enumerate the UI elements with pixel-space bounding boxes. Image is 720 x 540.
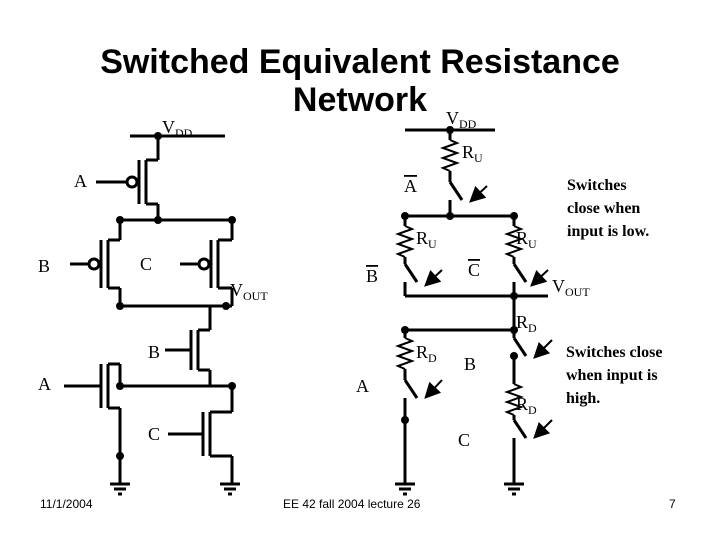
switch-b-bottom xyxy=(512,337,528,357)
input-label-a-top: A xyxy=(74,171,87,191)
switch-b-top xyxy=(403,263,419,283)
right-ground-1 xyxy=(395,482,415,496)
switch-c-bottom xyxy=(512,419,528,439)
label-switch-b-top: B xyxy=(366,266,378,286)
note-low-line2: close when xyxy=(567,200,640,217)
right-junction-dots xyxy=(401,126,518,424)
label-switch-c-bottom: C xyxy=(458,430,470,450)
label-rd-left: RD xyxy=(416,342,437,365)
note-low-line3: input is low. xyxy=(567,223,649,240)
label-rd-top: RD xyxy=(516,312,537,335)
label-switch-a-top: A xyxy=(404,176,417,196)
note-high-line2: when input is xyxy=(566,367,658,384)
pmos-a xyxy=(96,158,158,206)
switch-arrows xyxy=(424,185,553,439)
cmos-gate xyxy=(64,134,234,484)
switch-a-top xyxy=(448,181,464,201)
left-vout-label: VOUT xyxy=(230,280,268,303)
nmos-c xyxy=(168,410,232,458)
slide-title-line2: Network xyxy=(292,81,428,119)
left-ground-2 xyxy=(220,482,240,496)
input-label-b-bottom: B xyxy=(148,342,160,362)
nmos-a xyxy=(64,362,120,410)
left-vdd-label: VDD xyxy=(162,117,193,140)
note-high-line1: Switches close xyxy=(566,344,662,361)
right-vdd-label: VDD xyxy=(446,108,477,131)
resistor-ru-left xyxy=(395,225,415,258)
resistor-ru-right xyxy=(504,225,524,258)
label-rd-right: RD xyxy=(516,394,537,417)
input-label-c-bottom: C xyxy=(148,424,160,444)
resistor-ru-top xyxy=(440,139,460,172)
note-high-line3: high. xyxy=(566,390,600,407)
footer-course: EE 42 fall 2004 lecture 26 xyxy=(283,497,421,511)
input-label-c-top: C xyxy=(140,254,152,274)
switch-c-top xyxy=(512,263,528,283)
right-vout-label: VOUT xyxy=(552,276,590,299)
slide-title-line1: Switched Equivalent Resistance xyxy=(100,43,620,81)
label-ru-right: RU xyxy=(516,228,537,251)
right-ground-2 xyxy=(504,482,524,496)
resistor-rd-right xyxy=(504,383,524,416)
nmos-b xyxy=(165,328,210,372)
resistor-rd-left xyxy=(395,337,415,370)
label-ru-top: RU xyxy=(462,142,483,165)
left-junction-dots xyxy=(116,132,236,460)
input-label-a-bottom: A xyxy=(38,374,51,394)
note-low-line1: Switches xyxy=(567,177,627,194)
input-label-b-top: B xyxy=(38,256,50,276)
label-ru-left: RU xyxy=(416,228,437,251)
switch-model xyxy=(395,128,548,484)
pmos-b xyxy=(70,238,120,290)
footer-date: 11/1/2004 xyxy=(40,497,93,511)
footer-page-number: 7 xyxy=(669,497,676,511)
label-switch-c-top: C xyxy=(468,260,480,280)
left-ground-1 xyxy=(110,482,130,496)
pmos-c xyxy=(180,238,232,290)
label-switch-a-bottom: A xyxy=(356,376,369,396)
label-switch-b-bottom: B xyxy=(464,354,476,374)
switch-a-bottom xyxy=(403,379,419,399)
